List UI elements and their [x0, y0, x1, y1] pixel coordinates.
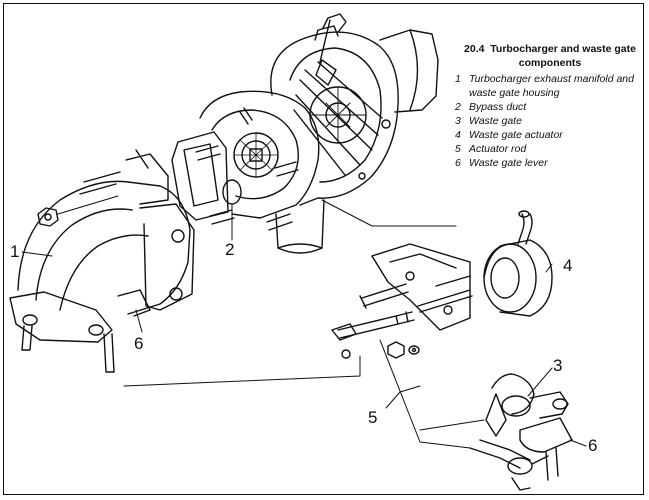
caption-title: 20.4 Turbocharger and waste gate compone…: [455, 42, 645, 70]
title-line-1: Turbocharger and waste gate: [490, 43, 636, 55]
figure-caption: 20.4 Turbocharger and waste gate compone…: [455, 42, 645, 170]
callout-6-right: 6: [588, 436, 598, 455]
callout-1: 1: [10, 242, 20, 261]
waste-gate-lever-assembly: [469, 373, 573, 491]
connection-lines: [123, 199, 485, 449]
actuator-assembly: [331, 210, 553, 359]
callout-4: 4: [563, 256, 573, 275]
figure-number: 20.4: [464, 43, 485, 55]
callout-5: 5: [368, 408, 378, 427]
title-line-2: components: [518, 57, 582, 69]
figure-frame: [3, 3, 644, 495]
turbine-housing: [171, 90, 325, 254]
callout-2: 2: [225, 240, 235, 259]
callout-6-left: 6: [134, 334, 144, 353]
exhaust-manifold: [9, 149, 195, 373]
callout-3: 3: [553, 356, 563, 375]
turbocharger-body: [270, 13, 439, 206]
leader-lines: [21, 203, 587, 447]
